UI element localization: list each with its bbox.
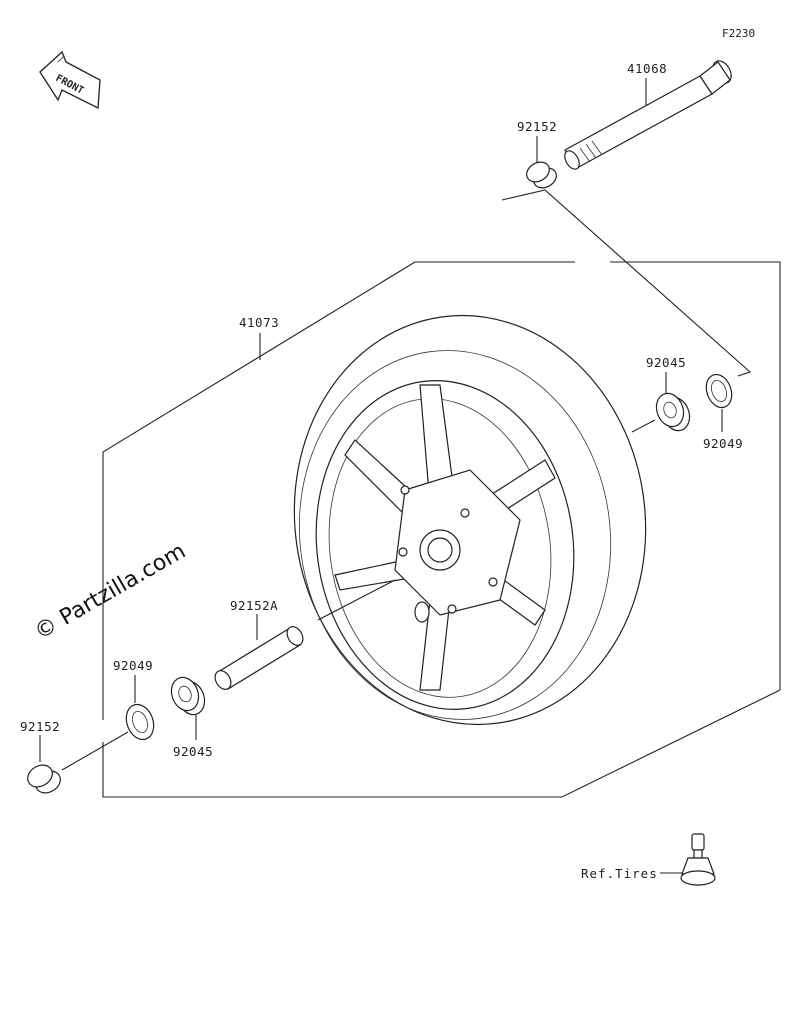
watermark: © Partzilla.com bbox=[31, 539, 191, 646]
bearing-right-part bbox=[655, 392, 691, 432]
collar-left-part bbox=[27, 764, 61, 794]
oil-seal-right-part bbox=[705, 373, 733, 409]
label-92152-top: 92152 bbox=[517, 119, 557, 134]
oil-seal-left-part bbox=[125, 703, 155, 741]
ref-tires-label: Ref.Tires bbox=[581, 866, 658, 881]
axle-part bbox=[564, 60, 732, 170]
label-41068: 41068 bbox=[627, 61, 667, 76]
figure-code: F2230 bbox=[722, 27, 755, 40]
label-92152A: 92152A bbox=[230, 598, 278, 613]
collar-top-part bbox=[526, 161, 557, 189]
bearing-left-part bbox=[170, 676, 206, 716]
front-arrow-icon: FRONT bbox=[39, 50, 101, 110]
label-41073: 41073 bbox=[239, 315, 279, 330]
label-92045-right: 92045 bbox=[646, 355, 686, 370]
label-92049-left: 92049 bbox=[113, 658, 153, 673]
label-92049-right: 92049 bbox=[703, 436, 743, 451]
label-92152-left: 92152 bbox=[20, 719, 60, 734]
label-92045-left: 92045 bbox=[173, 744, 213, 759]
tire-valve-icon bbox=[680, 833, 716, 886]
wheel-part bbox=[293, 314, 647, 726]
collar-tube-part bbox=[214, 626, 304, 690]
